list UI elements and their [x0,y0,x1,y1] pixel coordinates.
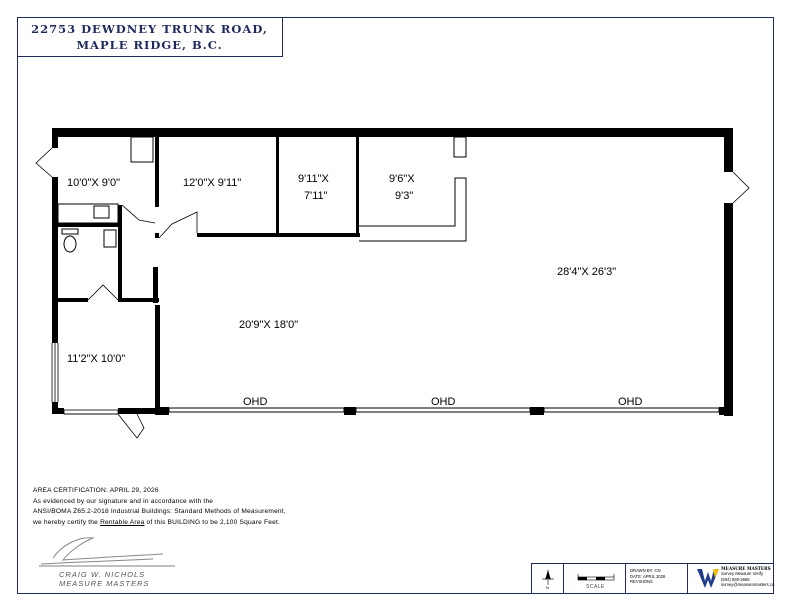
wall-left-upper [52,128,58,148]
ohd-label-2: OHD [431,396,456,408]
pier-1 [155,407,169,415]
wall-right-lower [724,203,733,416]
toilet-tank-icon [61,228,79,235]
pier-2 [344,407,356,415]
pier-3 [530,407,544,415]
closet [130,136,154,163]
wall-corridor-stub [153,267,158,303]
svg-text:N: N [546,585,549,589]
counter [359,177,467,242]
sink-icon [93,205,110,219]
room-label-office-1: 10'0"X 9'0" [67,177,120,189]
door-washroom [121,204,156,224]
cert-line-2: As evidenced by our signature and in acc… [33,497,214,505]
wall-washroom-top [58,223,122,227]
north-cell: N [532,564,564,593]
wall-office-divider-2 [356,137,359,237]
wall-washroom-bottom-right [118,298,159,302]
door-left-upper [35,147,53,178]
room-label-shop: 20'9"X 18'0" [239,319,298,331]
north-arrow-icon: N [542,570,554,589]
door-washroom-lower [87,284,119,301]
scale-bar-icon [577,574,615,581]
drawing-title-block: N SCALE DRAWN BY: CN DATE: APRIL 2026 RE… [531,563,774,594]
overhead-doors [168,407,720,413]
interior-walls [58,137,360,303]
window-front [63,409,119,415]
cert-line-1: AREA CERTIFICATION: APRIL 29, 2026 [33,487,159,494]
drawing-info-cell: DRAWN BY: CN DATE: APRIL 2026 REVISIONS [626,564,688,593]
scale-label: SCALE [586,584,605,590]
signatory-name: CRAIG W. NICHOLS [59,570,146,579]
signature-block: CRAIG W. NICHOLS MEASURE MASTERS [33,528,183,590]
revisions-label: REVISIONS [630,579,653,584]
rentable-area-term: Rentable Area [100,518,145,526]
company-logo-cell: MEASURE MASTERS Survey Measure Verify (6… [688,564,774,593]
ohd-label-3: OHD [618,396,643,408]
ohd-frame-2 [355,407,531,413]
room-label-front-office: 11'2"X 10'0" [67,353,125,365]
area-certification: AREA CERTIFICATION: APRIL 29, 2026 As ev… [33,486,453,528]
ohd-frame-1 [168,407,345,413]
door-swings [35,147,750,439]
pier-4 [719,407,733,415]
post [453,136,467,158]
wall-washroom-right [118,205,122,298]
exterior-walls [52,128,733,416]
address-line-1: 22753 DEWDNEY TRUNK ROAD, [31,22,268,36]
drawing-date: DATE: APRIL 2026 [630,573,666,579]
room-label-office-4-a: 9'6"X [389,173,415,185]
room-labels: 10'0"X 9'0" 12'0"X 9'11" 9'11"X 7'11" 9'… [67,173,643,408]
wall-bottom-left [52,408,64,414]
room-label-office-4-b: 9'3" [395,190,413,202]
address-line-2: MAPLE RIDGE, B.C. [76,38,223,52]
cert-line-3: ANSI/BOMA Z65.2-2018 Industrial Building… [33,508,286,515]
signatory-company: MEASURE MASTERS [59,579,150,588]
scale-cell: SCALE [564,564,626,593]
partitions [57,136,467,253]
company-tagline: Survey Measure Verify [721,571,764,577]
wall-bottom-mid [118,408,155,414]
company-brand: MEASURE MASTERS [721,566,771,571]
company-info: MEASURE MASTERS Survey Measure Verify (6… [721,566,774,588]
wall-left-middle [52,177,58,343]
wall-top [52,128,733,137]
room-label-office-2: 12'0"X 9'11" [183,177,241,189]
drawing-info: DRAWN BY: CN DATE: APRIL 2026 REVISIONS [630,568,665,585]
cert-line-4-post: of this BUILDING to be 2,100 Square Feet… [144,518,281,526]
wall-right-upper [724,128,733,172]
title-block: 22753 DEWDNEY TRUNK ROAD, MAPLE RIDGE, B… [17,17,283,57]
vanity-counter [57,203,119,224]
ohd-label-1: OHD [243,396,268,408]
drawn-by: DRAWN BY: CN [630,568,661,573]
signature-icon [39,537,175,567]
room-label-office-3-b: 7'11" [304,190,328,202]
toilet-icon [63,235,77,253]
signatory: CRAIG W. NICHOLS MEASURE MASTERS [59,570,149,588]
door-front [117,413,145,439]
door-office [158,211,198,239]
company-email: survey@measuremasters.ca [721,582,775,588]
sheet-border [17,17,774,594]
room-label-office-3-a: 9'11"X [298,173,330,185]
shower-icon [103,229,117,248]
wall-office-left-upper [155,137,159,207]
ohd-frame-3 [543,407,720,413]
windows [51,343,59,402]
room-label-warehouse: 28'4"X 26'3" [557,266,616,278]
cert-line-4-pre: we hereby certify the [33,518,101,526]
cert-line-4: we hereby certify the Rentable Area of t… [33,518,453,529]
wall-washroom-bottom-left [58,298,88,302]
company-logo-icon [697,569,719,588]
wall-bottom-pier [155,305,160,415]
wall-office-left-lower [155,233,159,238]
wall-office-divider [276,137,279,237]
door-right [732,171,750,204]
company-phone: (604) 839-2665 [721,576,750,582]
